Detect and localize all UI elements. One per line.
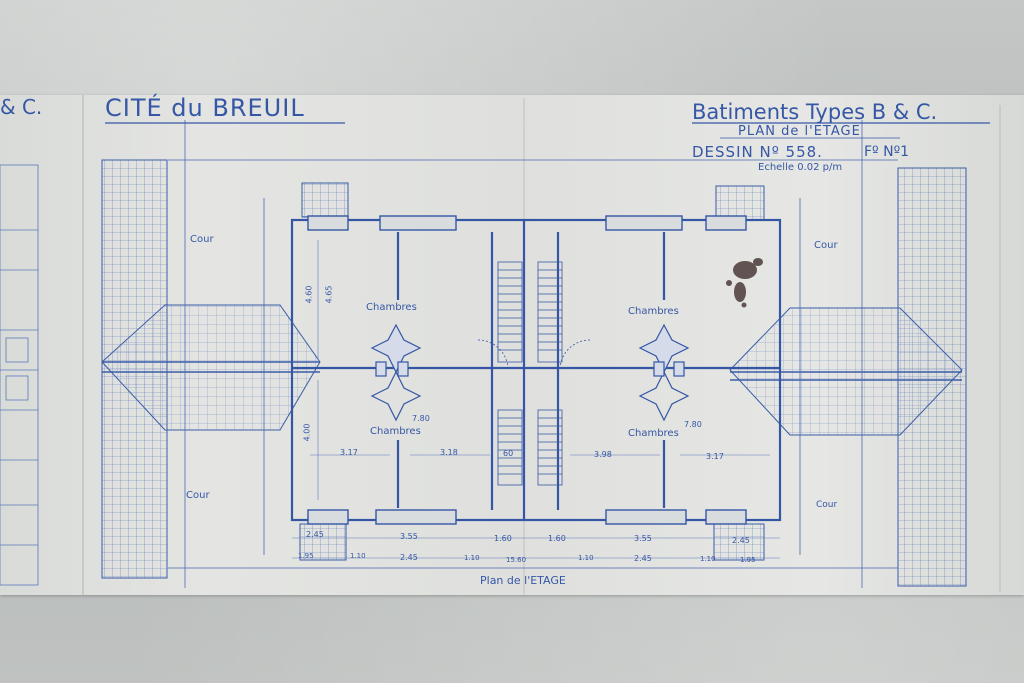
sheet-number: Fº Nº1: [864, 144, 910, 160]
dimension-label: 7.80: [412, 414, 430, 423]
site-title: CITÉ du BREUIL: [105, 94, 305, 122]
drawing-number: DESSIN Nº 558.: [692, 143, 823, 161]
balcony-top-right: [715, 185, 765, 221]
dimension-label: 4.00: [302, 423, 312, 442]
dimension-label: 1.10: [350, 552, 366, 560]
dimension-label: 1.60: [494, 534, 512, 543]
window-bays: [307, 215, 747, 525]
dimension-label: 1.10: [700, 555, 716, 563]
dimension-label: 3.55: [400, 532, 418, 541]
chimney-symbol-left: [370, 323, 422, 422]
chimney-symbol-right: [638, 323, 690, 422]
scale-label: Echelle 0.02 p/m: [758, 162, 843, 173]
staircase-left: [477, 261, 523, 486]
building-walls: [290, 218, 782, 522]
room-label-chambres: Chambres: [370, 426, 421, 437]
dimension-lines: [292, 240, 780, 559]
plan-subtitle: PLAN de l'ETAGE: [738, 124, 861, 139]
balcony-top-left: [301, 182, 349, 218]
dimension-label: 2.45: [306, 530, 324, 539]
dimension-label: 3.17: [706, 452, 724, 461]
court-label: Cour: [816, 500, 838, 510]
dimension-label: 1.95: [740, 556, 756, 564]
footer-caption: Plan de l'ETAGE: [480, 574, 566, 587]
dimension-label: 1.60: [548, 534, 566, 543]
dimension-label: 1.95: [298, 552, 314, 560]
court-label: Cour: [190, 234, 214, 245]
dimension-label: 3.55: [634, 534, 652, 543]
drawing-frame: [168, 120, 898, 588]
dimension-label: 4.65: [324, 285, 334, 304]
dimension-label: 7.80: [684, 420, 702, 429]
dimension-label: 1.10: [464, 554, 480, 562]
dimension-label: 3.17: [340, 448, 358, 457]
dimension-label: 2.45: [634, 554, 652, 563]
left-sheet-fragment-title: & C.: [0, 95, 43, 119]
balcony-bottom-left: [299, 523, 347, 561]
dimension-label: 15.60: [506, 556, 527, 564]
ink-stain: [726, 258, 763, 308]
room-label-chambres: Chambres: [628, 306, 679, 317]
court-label: Cour: [186, 490, 210, 501]
room-label-chambres: Chambres: [366, 302, 417, 313]
dimension-label: 4.60: [304, 285, 314, 304]
dimension-label: 60: [503, 449, 514, 458]
dimension-label: 3.18: [440, 448, 458, 457]
left-legend-fragment: [0, 164, 39, 586]
dimension-label: 3.98: [594, 450, 612, 459]
building-title: Batiments Types B & C.: [692, 100, 938, 124]
room-label-chambres: Chambres: [628, 428, 679, 439]
staircase-right: [537, 261, 591, 486]
dimension-label: 2.45: [400, 553, 418, 562]
dimension-label: 1.10: [578, 554, 594, 562]
right-roof-wing: [729, 167, 967, 587]
title-rules: [105, 122, 990, 139]
dimension-label: 2.45: [732, 536, 750, 545]
left-roof-wing: [101, 159, 321, 579]
balcony-bottom-right: [713, 523, 765, 561]
court-label: Cour: [814, 240, 838, 251]
